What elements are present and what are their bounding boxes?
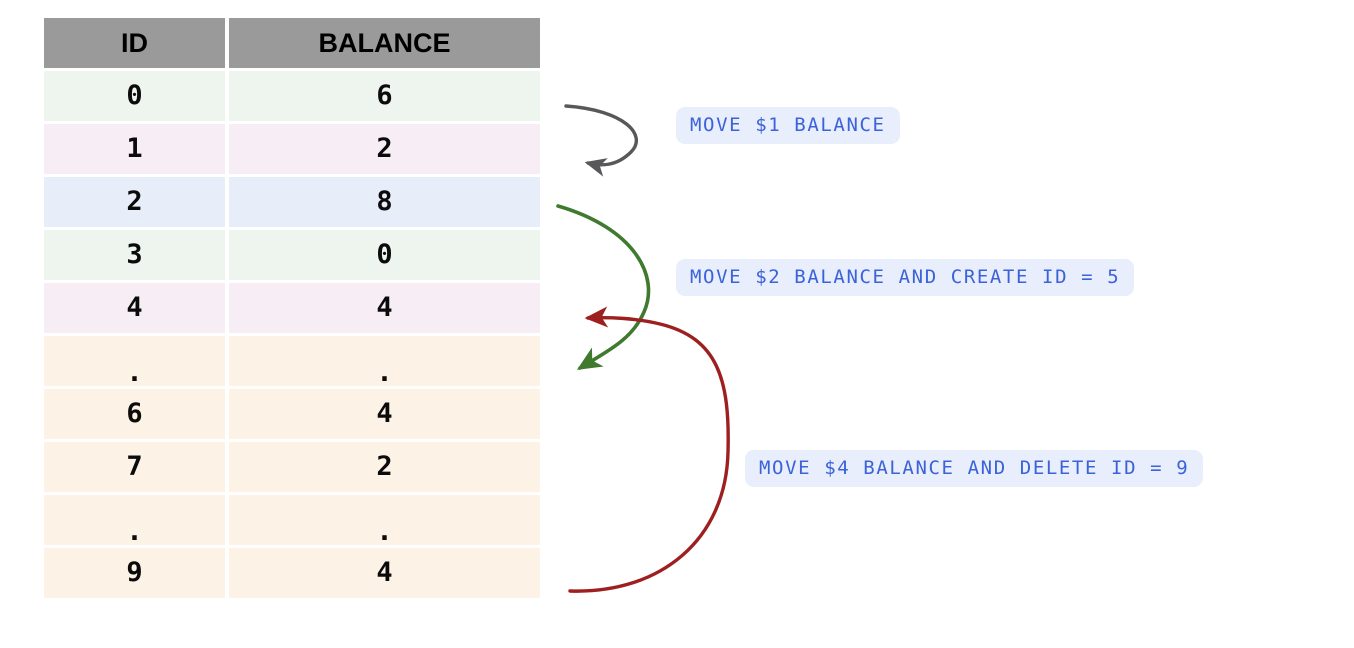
- cell-id: 4: [44, 283, 225, 333]
- cell-balance: .: [229, 336, 540, 388]
- cell-id: 9: [44, 548, 225, 598]
- table-row: ..: [44, 336, 540, 388]
- arrow-move-4: [568, 306, 730, 593]
- annotation-label-move-1: MOVE $1 BALANCE: [676, 107, 900, 144]
- cell-id: .: [44, 336, 225, 388]
- cell-balance: .: [229, 495, 540, 547]
- cell-balance: 4: [229, 283, 540, 333]
- cell-id: 0: [44, 71, 225, 121]
- cell-balance: 8: [229, 177, 540, 227]
- table-row: ..: [44, 495, 540, 547]
- arrow-move-1: [564, 104, 638, 177]
- cell-id: 6: [44, 389, 225, 439]
- column-header-id: ID: [44, 18, 225, 68]
- annotation-label-move-4: MOVE $4 BALANCE AND DELETE ID = 9: [745, 450, 1204, 487]
- cell-balance: 4: [229, 389, 540, 439]
- cell-id: .: [44, 495, 225, 547]
- cell-id: 2: [44, 177, 225, 227]
- cell-balance: 4: [229, 548, 540, 598]
- cell-balance: 2: [229, 124, 540, 174]
- cell-id: 1: [44, 124, 225, 174]
- cell-id: 3: [44, 230, 225, 280]
- cell-id: 7: [44, 442, 225, 492]
- column-header-balance: BALANCE: [229, 18, 540, 68]
- cell-balance: 0: [229, 230, 540, 280]
- arrow-move-2: [556, 204, 651, 370]
- annotation-label-move-2: MOVE $2 BALANCE AND CREATE ID = 5: [676, 259, 1135, 296]
- cell-balance: 6: [229, 71, 540, 121]
- cell-balance: 2: [229, 442, 540, 492]
- table-header-row: ID BALANCE: [44, 18, 540, 68]
